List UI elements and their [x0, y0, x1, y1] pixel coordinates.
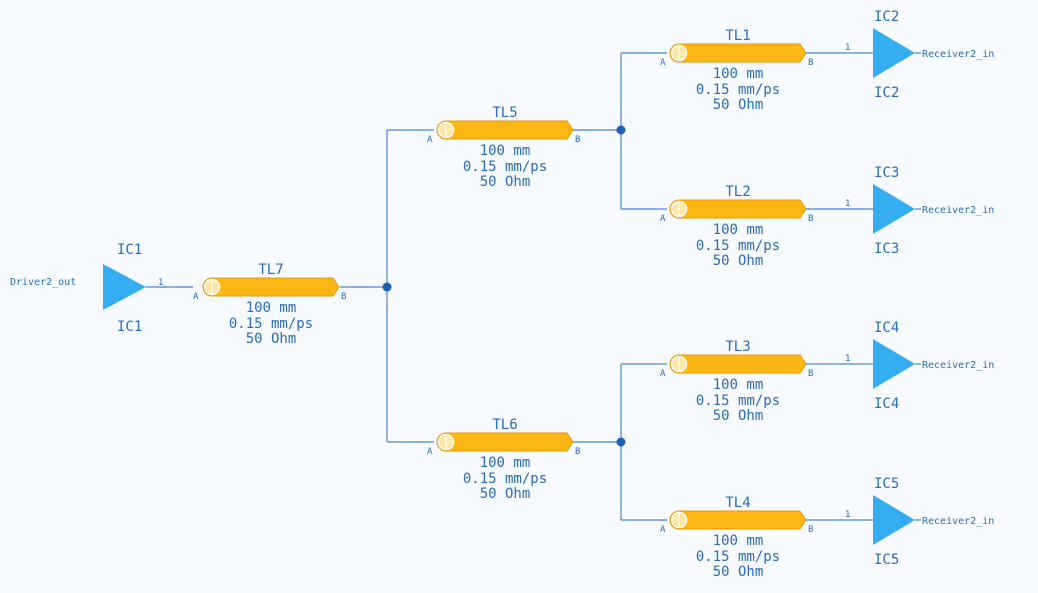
junction-dot — [616, 125, 626, 135]
pin-a-label: A — [427, 447, 433, 457]
pin-b-label: B — [575, 135, 580, 145]
receiver-pin-number: 1 — [845, 43, 850, 53]
line-impedance: 50 Ohm — [713, 253, 764, 269]
pin-a-label: A — [427, 135, 433, 145]
receiver-ref-bottom: IC2 — [874, 85, 899, 101]
line-impedance: 50 Ohm — [480, 486, 531, 502]
line-velocity: 0.15 mm/ps — [463, 159, 547, 175]
line-velocity: 0.15 mm/ps — [229, 316, 313, 332]
trace-body[interactable] — [669, 510, 807, 530]
receiver-ref-bottom: IC3 — [874, 241, 899, 257]
line-impedance: 50 Ohm — [713, 564, 764, 580]
line-velocity: 0.15 mm/ps — [696, 238, 780, 254]
receiver-pin-number: 1 — [845, 510, 850, 520]
driver-net-label: Driver2_out — [10, 277, 76, 288]
line-name: TL5 — [492, 105, 517, 121]
receiver-ref-bottom: IC5 — [874, 552, 899, 568]
line-velocity: 0.15 mm/ps — [696, 393, 780, 409]
line-name: TL4 — [725, 495, 750, 511]
junctions — [382, 125, 626, 447]
line-length: 100 mm — [480, 455, 531, 471]
line-length: 100 mm — [713, 66, 764, 82]
pin-b-label: B — [808, 525, 813, 535]
driver-ic1[interactable]: IC1 IC1 Driver2_out 1 — [10, 242, 193, 335]
line-length: 100 mm — [713, 377, 764, 393]
pin-a-label: A — [660, 58, 666, 68]
receivers: 1IC2IC2Receiver2_in1IC3IC3Receiver2_in1I… — [806, 9, 994, 568]
driver-pin-number: 1 — [158, 278, 163, 288]
receiver-ref-bottom: IC4 — [874, 396, 899, 412]
junction-dot — [382, 282, 392, 292]
pin-a-label: A — [660, 214, 666, 224]
pin-b-label: B — [808, 214, 813, 224]
receiver-pin-number: 1 — [845, 354, 850, 364]
line-impedance: 50 Ohm — [246, 331, 297, 347]
pin-b-label: B — [575, 447, 580, 457]
receiver-ref-top: IC4 — [874, 320, 899, 336]
receiver-net-label: Receiver2_in — [922, 360, 994, 371]
driver-ref-bottom: IC1 — [117, 319, 142, 335]
line-velocity: 0.15 mm/ps — [463, 471, 547, 487]
receiver-buffer-symbol[interactable] — [873, 339, 915, 389]
receiver-ref-top: IC3 — [874, 165, 899, 181]
trace-body[interactable] — [436, 432, 574, 452]
line-length: 100 mm — [713, 222, 764, 238]
receiver-net-label: Receiver2_in — [922, 516, 994, 527]
receiver-net-label: Receiver2_in — [922, 205, 994, 216]
driver-buffer-symbol[interactable] — [103, 264, 146, 310]
pin-a-label: A — [660, 369, 666, 379]
receiver-ref-top: IC2 — [874, 9, 899, 25]
receiver-pin-number: 1 — [845, 199, 850, 209]
line-velocity: 0.15 mm/ps — [696, 82, 780, 98]
pin-b-label: B — [808, 369, 813, 379]
line-length: 100 mm — [246, 300, 297, 316]
line-length: 100 mm — [480, 143, 531, 159]
pin-a-label: A — [193, 292, 199, 302]
line-name: TL1 — [725, 28, 750, 44]
receiver-ref-top: IC5 — [874, 476, 899, 492]
trace-body[interactable] — [669, 199, 807, 219]
line-velocity: 0.15 mm/ps — [696, 549, 780, 565]
pin-b-label: B — [341, 292, 346, 302]
pin-a-label: A — [660, 525, 666, 535]
trace-body[interactable] — [669, 354, 807, 374]
pin-b-label: B — [808, 58, 813, 68]
driver-ref-top: IC1 — [117, 242, 142, 258]
receiver-net-label: Receiver2_in — [922, 49, 994, 60]
line-impedance: 50 Ohm — [713, 97, 764, 113]
line-name: TL6 — [492, 417, 517, 433]
line-name: TL7 — [258, 262, 283, 278]
junction-dot — [616, 437, 626, 447]
receiver-buffer-symbol[interactable] — [873, 495, 915, 545]
line-impedance: 50 Ohm — [713, 408, 764, 424]
trace-body[interactable] — [436, 120, 574, 140]
line-name: TL2 — [725, 184, 750, 200]
line-length: 100 mm — [713, 533, 764, 549]
receiver-buffer-symbol[interactable] — [873, 28, 915, 78]
receiver-buffer-symbol[interactable] — [873, 184, 915, 234]
line-name: TL3 — [725, 339, 750, 355]
line-impedance: 50 Ohm — [480, 174, 531, 190]
trace-body[interactable] — [669, 43, 807, 63]
trace-body[interactable] — [202, 277, 340, 297]
